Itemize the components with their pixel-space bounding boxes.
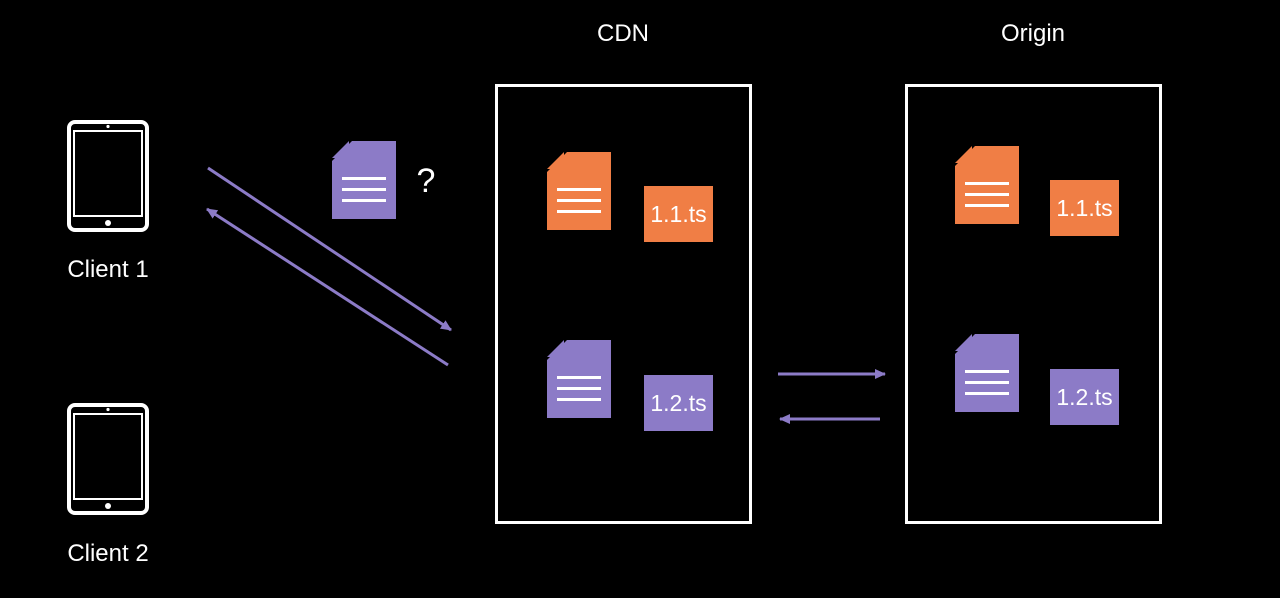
origin-playlist-icon xyxy=(955,334,1019,412)
origin-title: Origin xyxy=(1000,20,1066,47)
cdn-title: CDN xyxy=(597,20,649,47)
cdn-playlist-icon xyxy=(547,340,611,418)
origin-segment-1-1: 1.1.ts xyxy=(1050,180,1119,236)
cdn-segment-1-2: 1.2.ts xyxy=(644,375,713,431)
question-mark: ? xyxy=(416,162,436,200)
cdn-playlist-icon xyxy=(547,152,611,230)
client-2-label: Client 2 xyxy=(67,540,149,567)
cdn-box xyxy=(495,84,752,524)
response-arrow xyxy=(206,207,449,367)
client-1-label: Client 1 xyxy=(67,256,149,283)
requested-playlist-icon xyxy=(332,141,396,219)
tablet-icon xyxy=(67,403,149,515)
request-arrow xyxy=(207,166,452,332)
origin-playlist-icon xyxy=(955,146,1019,224)
tablet-icon xyxy=(67,120,149,232)
client-1-tablet xyxy=(67,120,149,232)
origin-segment-1-2: 1.2.ts xyxy=(1050,369,1119,425)
client-2-tablet xyxy=(67,403,149,515)
cdn-segment-1-1: 1.1.ts xyxy=(644,186,713,242)
origin-box xyxy=(905,84,1162,524)
